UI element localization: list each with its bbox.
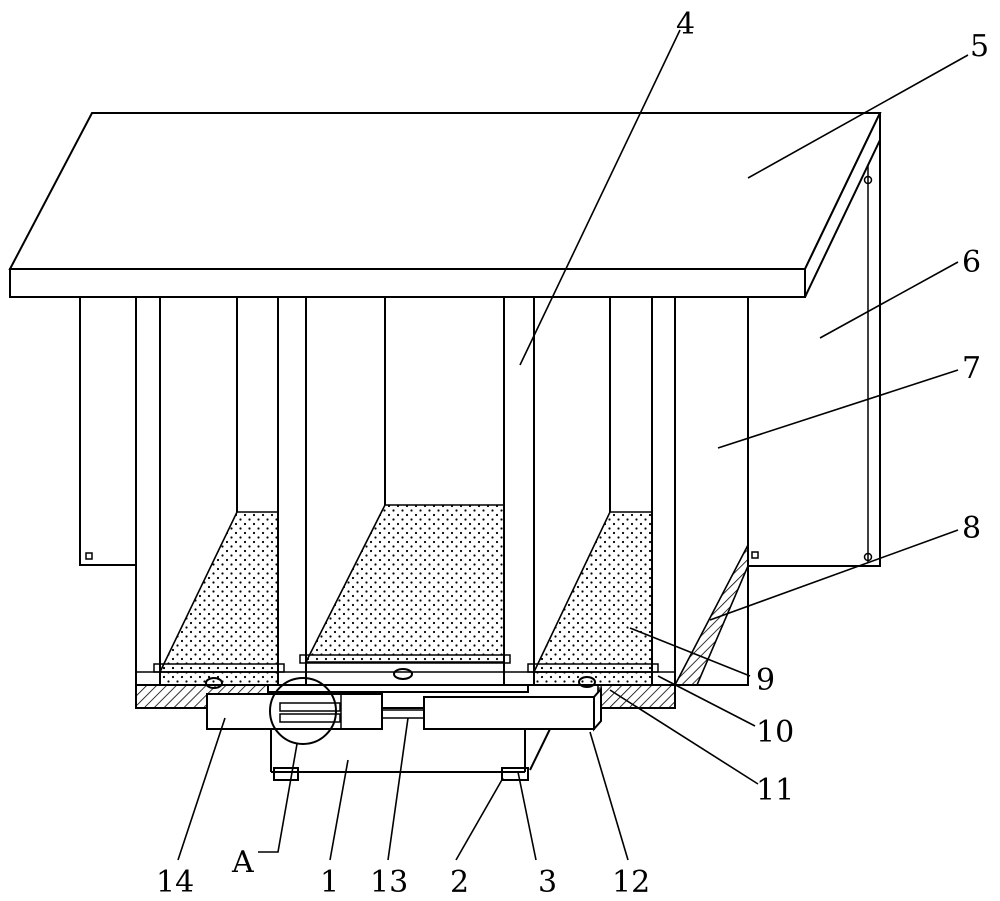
left-panel xyxy=(79,296,137,566)
drawer-right xyxy=(423,696,595,730)
callout-4: 4 xyxy=(676,7,695,42)
callout-13: 13 xyxy=(370,865,408,900)
rollers xyxy=(205,668,596,689)
callout-5: 5 xyxy=(970,29,989,64)
callout-3: 3 xyxy=(538,865,557,900)
callout-6: 6 xyxy=(962,245,981,280)
roof xyxy=(8,112,882,298)
callout-14: 14 xyxy=(156,865,194,900)
callout-9: 9 xyxy=(756,663,775,698)
callout-7: 7 xyxy=(962,351,981,386)
connector-spring xyxy=(381,709,425,719)
vertical-posts xyxy=(135,296,676,686)
callout-2: 2 xyxy=(450,865,469,900)
mounting-rails xyxy=(136,654,675,673)
callout-a: A xyxy=(231,845,254,880)
drawers xyxy=(206,686,602,732)
hatched-strip xyxy=(673,544,749,686)
callout-10: 10 xyxy=(756,715,794,750)
foot-right xyxy=(501,767,529,781)
callout-labels: 4 5 6 7 8 9 10 11 14 A 1 13 2 3 12 xyxy=(156,7,989,900)
leader-lines xyxy=(177,29,969,861)
callout-1: 1 xyxy=(320,865,339,900)
foot-left xyxy=(273,767,299,781)
detail-circle-a xyxy=(269,677,337,745)
callout-8: 8 xyxy=(962,511,981,546)
callout-11: 11 xyxy=(756,773,794,808)
lower-support xyxy=(270,728,551,781)
callout-12: 12 xyxy=(612,865,650,900)
